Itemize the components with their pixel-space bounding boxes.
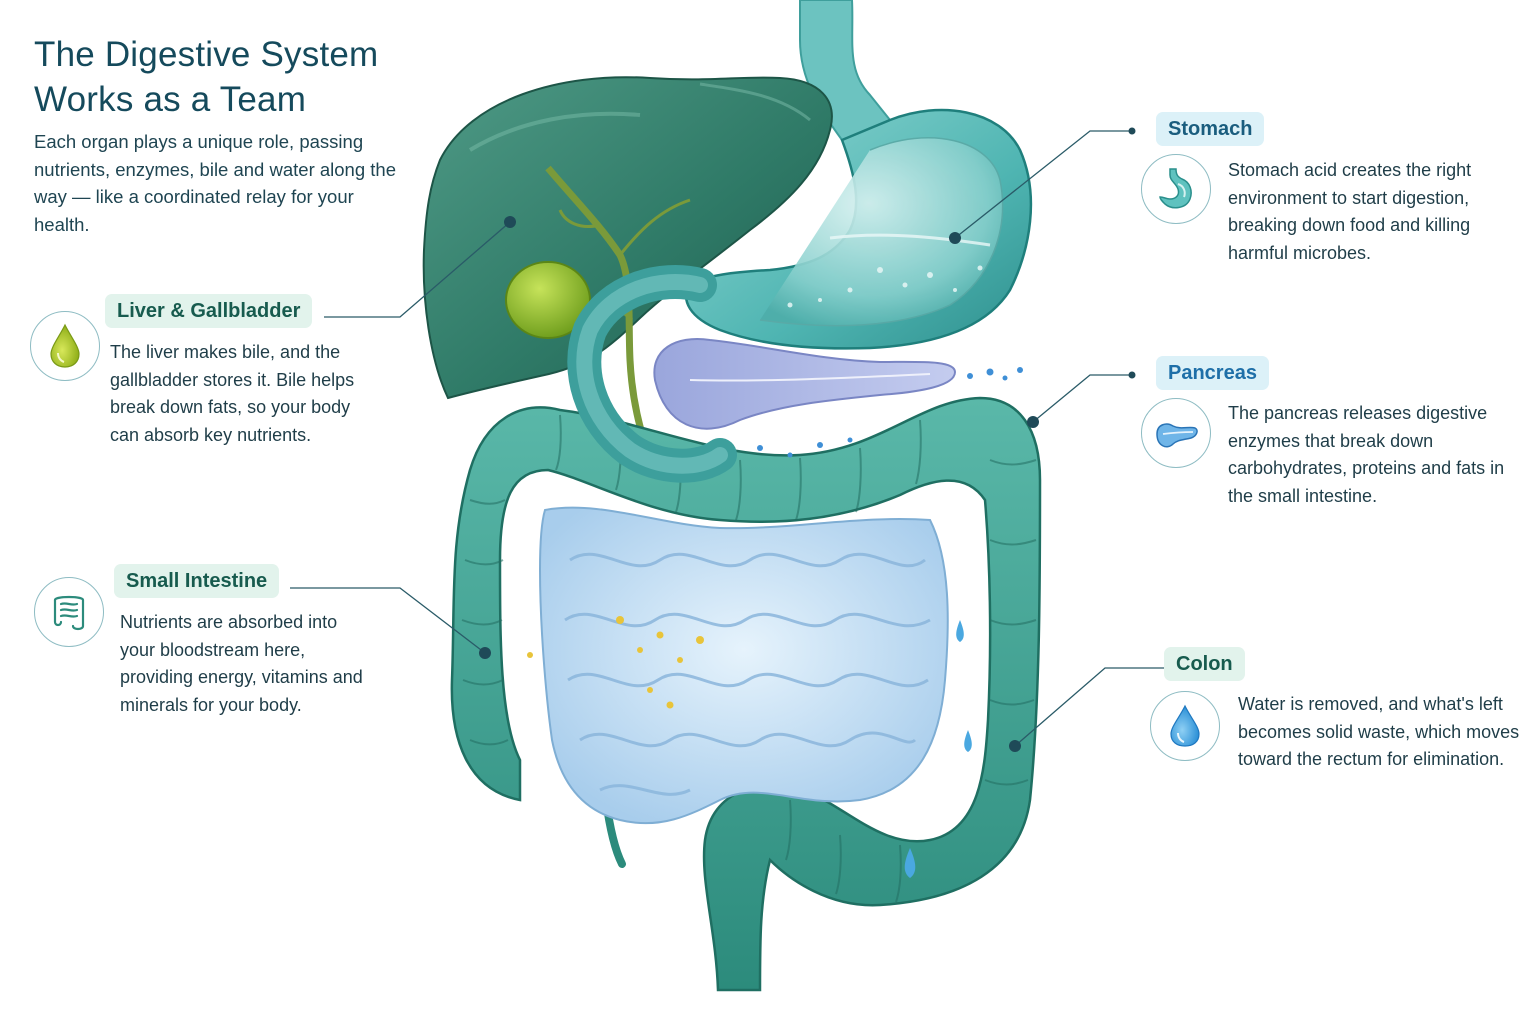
gallbladder-organ bbox=[505, 261, 591, 339]
leader-lines bbox=[290, 130, 1164, 747]
leader-dots bbox=[479, 127, 1136, 752]
stomach-description: Stomach acid creates the right environme… bbox=[1228, 160, 1472, 263]
pancreas-label: Pancreas bbox=[1156, 356, 1269, 390]
colon-haustra bbox=[461, 414, 1037, 903]
water-drop-icon bbox=[1150, 691, 1220, 761]
stomach-icon bbox=[1141, 154, 1211, 224]
pancreas-icon bbox=[1141, 398, 1211, 468]
liver-gallbladder-description: The liver makes bile, and the gallbladde… bbox=[110, 342, 355, 445]
pancreas-organ bbox=[653, 338, 957, 430]
enzyme-particles bbox=[757, 367, 1023, 458]
intro-paragraph: Each organ plays a unique role, passing … bbox=[34, 131, 396, 235]
small-intestine-label: Small Intestine bbox=[114, 564, 280, 598]
colon-organ bbox=[450, 396, 1042, 992]
colon-water-drops bbox=[904, 620, 972, 878]
stomach-acid-bubbles bbox=[787, 265, 983, 308]
colon-label: Colon bbox=[1164, 647, 1245, 681]
page-title: The Digestive System Works as a Team bbox=[34, 35, 379, 119]
pancreas-description: The pancreas releases digestive enzymes … bbox=[1228, 403, 1505, 506]
colon-description: Water is removed, and what's left become… bbox=[1238, 694, 1520, 769]
liver-gallbladder-label: Liver & Gallbladder bbox=[105, 294, 313, 328]
intestine-icon bbox=[34, 577, 104, 647]
nutrient-particles bbox=[527, 616, 704, 709]
stomach-label: Stomach bbox=[1156, 112, 1265, 146]
bile-drop-icon bbox=[30, 311, 100, 381]
small-intestine-description: Nutrients are absorbed into your bloodst… bbox=[120, 612, 363, 715]
small-intestine-loops bbox=[564, 552, 931, 796]
